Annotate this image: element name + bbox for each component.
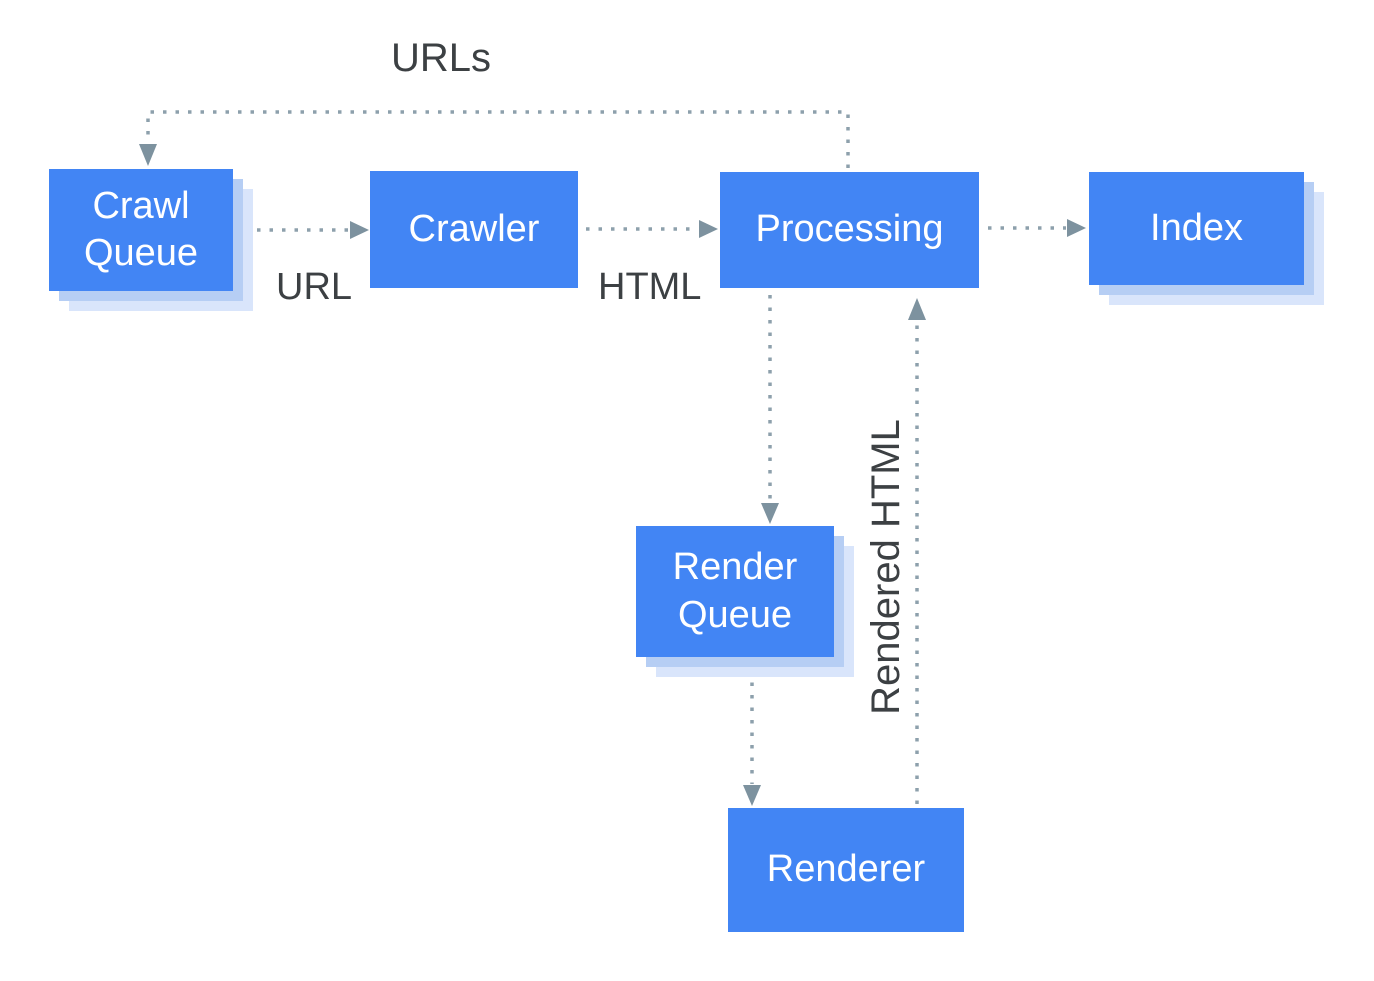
node-render-queue-label: Render Queue — [672, 546, 798, 636]
node-crawler: Crawler — [370, 171, 578, 288]
edge-label-urls: URLs — [391, 36, 492, 80]
arrowhead-right-into-index-icon — [1067, 219, 1086, 237]
node-processing-label: Processing — [755, 208, 944, 251]
arrowhead-down-into-render-queue-icon — [761, 503, 779, 524]
arrowhead-right-into-crawler-icon — [350, 221, 369, 239]
node-renderer: Renderer — [728, 808, 964, 932]
node-index-label: Index — [1150, 206, 1243, 249]
edge-label-url: URL — [276, 266, 353, 308]
node-crawler-label: Crawler — [408, 207, 540, 250]
node-crawl-queue: Crawl Queue — [49, 169, 233, 291]
arrowhead-right-into-processing-icon — [699, 220, 718, 238]
edge-label-html: HTML — [598, 266, 702, 308]
arrowhead-down-into-renderer-icon — [743, 785, 761, 806]
node-index: Index — [1089, 172, 1304, 285]
arrowhead-down-into-crawl-queue-icon — [139, 144, 157, 166]
edge-processing-to-crawl-queue-line — [146, 110, 850, 168]
arrowhead-up-into-processing-icon — [908, 298, 926, 320]
node-render-queue: Render Queue — [636, 526, 834, 657]
node-renderer-label: Renderer — [766, 848, 926, 891]
node-crawl-queue-label: Crawl Queue — [83, 184, 199, 275]
node-processing: Processing — [720, 172, 979, 288]
edge-label-rendered-html: Rendered HTML — [863, 419, 908, 715]
